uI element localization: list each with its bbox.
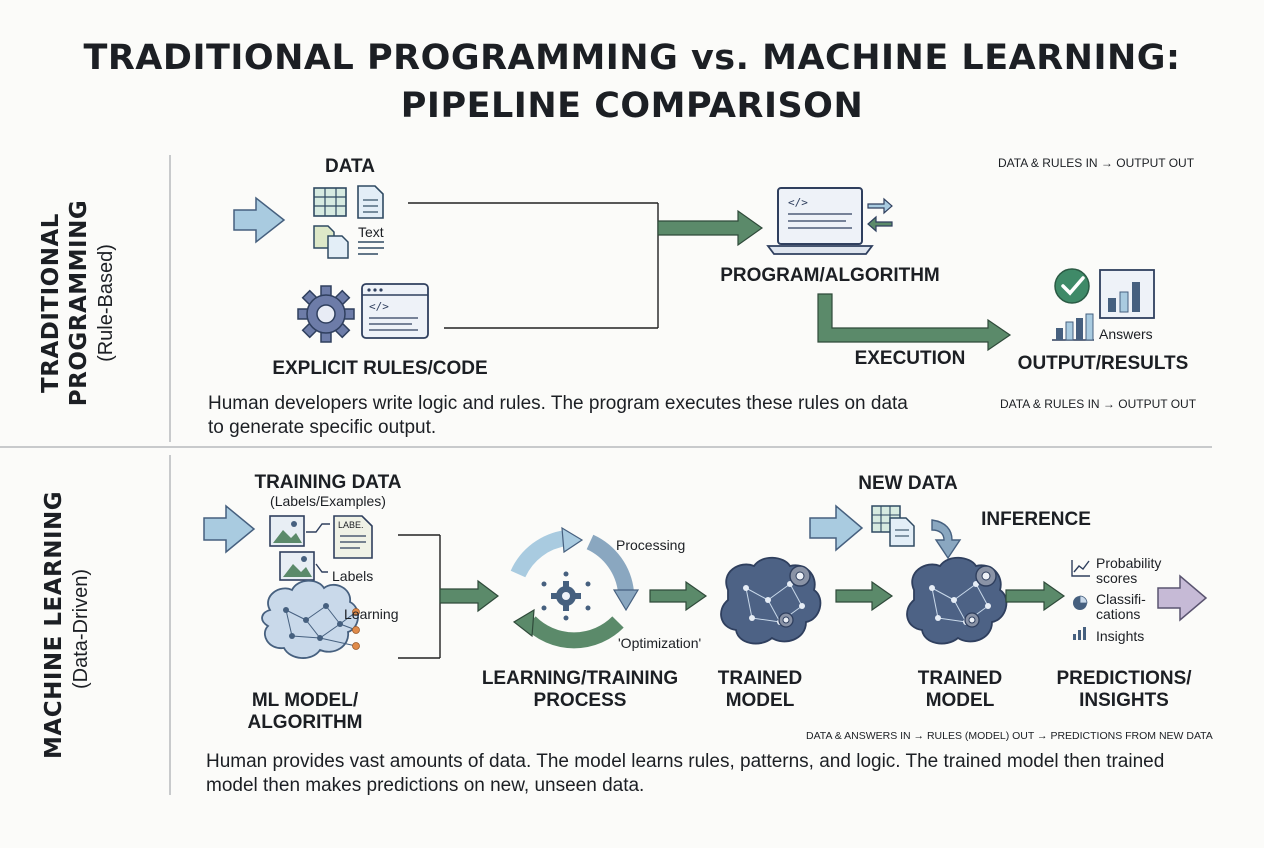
side-title-traditional-line2: PROGRAMMING [66, 199, 92, 407]
classifications-label-1: Classifi- [1096, 591, 1146, 607]
training-data-label: TRAINING DATA [254, 472, 402, 493]
execution-arrow [817, 293, 1012, 352]
svg-text:</>: </> [788, 196, 808, 209]
side-subtitle-traditional: (Rule-Based) [95, 244, 117, 362]
merge-connector [408, 202, 659, 329]
new-data-label: NEW DATA [858, 473, 958, 494]
text-document-icon [357, 185, 384, 219]
training-data-sub: (Labels/Examples) [270, 493, 386, 509]
label-document-icon [333, 515, 373, 559]
panel-dividers [0, 155, 1212, 795]
side-title-ml-line1: MACHINE LEARNING [41, 490, 67, 759]
check-icon [1054, 268, 1090, 304]
inference-label: INFERENCE [981, 509, 1091, 530]
optimization-label: 'Optimization' [618, 635, 702, 651]
code-window-icon: </> [361, 283, 429, 339]
trained-brain-icon-2 [906, 556, 1008, 645]
to-program-arrow [657, 209, 764, 247]
to-training-arrow [439, 579, 499, 613]
program-label: PROGRAM/ALGORITHM [720, 265, 940, 286]
to-trained-model-arrow [649, 580, 708, 612]
doc-label: LABE. [338, 520, 364, 530]
side-title-traditional: TRADITIONAL PROGRAMMING (Rule-Based) [37, 173, 123, 433]
to-inference-arrow [835, 580, 894, 612]
process-label-1: LEARNING/TRAINING [481, 668, 679, 689]
ml-model-label-2: ALGORITHM [247, 712, 363, 733]
input-arrow-icon [233, 196, 286, 244]
title-line-1: TRADITIONAL PROGRAMMING vs. MACHINE LEAR… [83, 38, 1181, 78]
text-lines-icon [358, 241, 384, 255]
insights-bar-icon [1073, 627, 1086, 640]
learning-label: Learning [344, 606, 399, 622]
inference-curved-arrow-icon [931, 519, 962, 560]
small-bar-chart-icon [1052, 313, 1094, 341]
predictions-label-1: PREDICTIONS/ [1056, 668, 1192, 689]
data-label: DATA [325, 156, 375, 177]
insights-label: Insights [1096, 628, 1145, 644]
image-icon-2 [279, 551, 315, 581]
exchange-arrows-icon [867, 197, 893, 233]
image-icon [269, 515, 305, 547]
trained-brain-icon-1 [720, 556, 822, 645]
output-label: OUTPUT/RESULTS [1017, 353, 1189, 374]
brain-network-icon [261, 579, 360, 659]
processing-label: Processing [616, 537, 686, 553]
gear-icon [297, 285, 355, 343]
side-subtitle-ml: (Data-Driven) [70, 568, 92, 690]
caption-bottom: DATA & RULES IN → OUTPUT OUT [1000, 397, 1197, 411]
predictions-label-2: INSIGHTS [1079, 690, 1169, 711]
new-data-arrow-icon [809, 504, 864, 552]
side-title-ml: MACHINE LEARNING (Data-Driven) [40, 490, 100, 759]
new-data-document-icon [889, 517, 915, 547]
ml-caption: DATA & ANSWERS IN → RULES (MODEL) OUT → … [806, 730, 1213, 742]
trained-model-2-line2: MODEL [925, 690, 995, 711]
output-arrow-icon [1157, 574, 1208, 622]
trained-model-1-line1: TRAINED [717, 668, 803, 689]
ml-description: Human provides vast amounts of data. The… [206, 751, 1165, 796]
rules-label: EXPLICIT RULES/CODE [272, 358, 488, 379]
spreadsheet-icon [313, 187, 347, 217]
pie-chart-icon [1073, 595, 1088, 610]
to-predictions-arrow [1005, 580, 1066, 612]
traditional-description: Human developers write logic and rules. … [208, 393, 908, 438]
bar-chart-window-icon [1099, 269, 1155, 319]
answers-label: Answers [1099, 326, 1153, 342]
ml-merge-connector [398, 534, 441, 659]
stacked-documents-icon [313, 225, 349, 259]
ml-input-arrow-icon [203, 504, 256, 554]
line-chart-icon [1071, 560, 1090, 577]
text-label: Text [358, 224, 384, 240]
side-title-traditional-line1: TRADITIONAL [38, 213, 64, 393]
label-arrows [306, 523, 330, 573]
trained-model-2-line1: TRAINED [917, 668, 1003, 689]
training-cycle-icon [510, 526, 640, 649]
caption-top: DATA & RULES IN → OUTPUT OUT [998, 156, 1195, 170]
classifications-label-2: cations [1096, 606, 1141, 622]
process-label-2: PROCESS [533, 690, 627, 711]
title-line-2: PIPELINE COMPARISON [400, 86, 864, 126]
probability-label-1: Probability [1096, 555, 1162, 571]
laptop-icon: </> [766, 187, 874, 255]
labels-label: Labels [332, 568, 374, 584]
execution-label: EXECUTION [854, 348, 966, 369]
probability-label-2: scores [1096, 570, 1138, 586]
svg-text:</>: </> [369, 300, 389, 313]
ml-model-label-1: ML MODEL/ [251, 690, 359, 711]
trained-model-1-line2: MODEL [725, 690, 795, 711]
